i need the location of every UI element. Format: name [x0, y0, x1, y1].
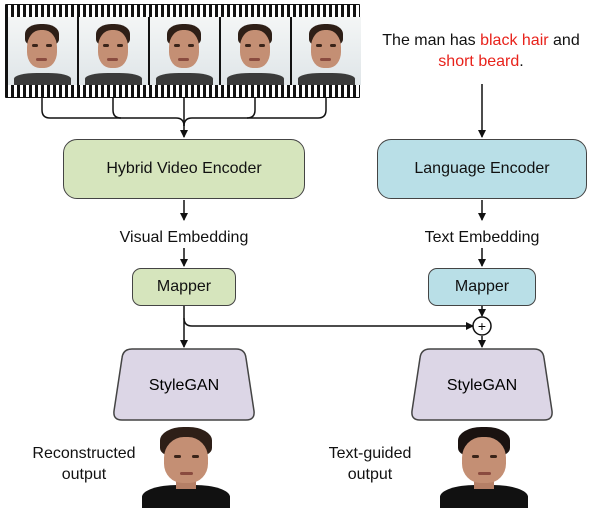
mapper-left-label: Mapper — [156, 278, 212, 295]
text-embedding-label: Text Embedding — [424, 229, 540, 246]
add-node — [472, 316, 492, 336]
language-encoder-label: Language Encoder — [414, 160, 550, 177]
add-node-symbol: + — [478, 318, 486, 334]
film-frame — [292, 17, 361, 85]
film-merge-connectors — [41, 98, 327, 127]
reconstructed-line2: output — [61, 466, 107, 483]
textguided-line2: output — [347, 466, 393, 483]
mapper-right-label: Mapper — [454, 278, 510, 295]
stylegan-right-label: StyleGAN — [447, 377, 517, 394]
stylegan-left-shape — [113, 348, 255, 421]
film-perforation-top — [5, 5, 360, 17]
film-frame — [79, 17, 148, 85]
input-frame-face — [79, 17, 148, 85]
stylegan-left-label: StyleGAN — [149, 377, 219, 394]
input-frame-face — [292, 17, 361, 85]
textguided-output-label: Text-guided output — [300, 443, 440, 485]
text-prompt-highlight-beard: short beard — [438, 53, 520, 70]
text-prompt-suffix: and — [548, 32, 580, 49]
text-prompt-highlight-hair: black hair — [480, 32, 549, 49]
language-encoder-box: Language Encoder — [377, 139, 587, 199]
arrow-visual-to-plus — [183, 317, 474, 330]
input-frame-face — [8, 17, 77, 85]
textguided-output-face-image — [440, 423, 528, 508]
text-prompt-line2: short beard. — [367, 51, 590, 72]
reconstructed-line1: Reconstructed — [32, 445, 136, 462]
film-frame — [8, 17, 77, 85]
visual-embedding-label: Visual Embedding — [119, 229, 249, 246]
reconstructed-output-face-image — [142, 423, 230, 508]
input-frame-face — [221, 17, 290, 85]
film-frame — [150, 17, 219, 85]
mapper-left-box: Mapper — [132, 268, 236, 306]
input-video-film-strip — [5, 4, 361, 98]
text-prompt-period: . — [519, 53, 524, 70]
film-frame — [221, 17, 290, 85]
stylegan-right-shape — [411, 348, 553, 421]
film-perforation-bottom — [5, 85, 360, 97]
text-prompt-prefix: The man has — [382, 32, 481, 49]
hybrid-video-encoder-label: Hybrid Video Encoder — [106, 160, 262, 177]
input-frame-face — [150, 17, 219, 85]
hybrid-video-encoder-box: Hybrid Video Encoder — [63, 139, 305, 199]
text-prompt: The man has black hair and short beard. — [367, 30, 590, 72]
text-prompt-line1: The man has black hair and — [367, 30, 590, 51]
textguided-line1: Text-guided — [328, 445, 412, 462]
mapper-right-box: Mapper — [428, 268, 536, 306]
reconstructed-output-label: Reconstructed output — [14, 443, 154, 485]
